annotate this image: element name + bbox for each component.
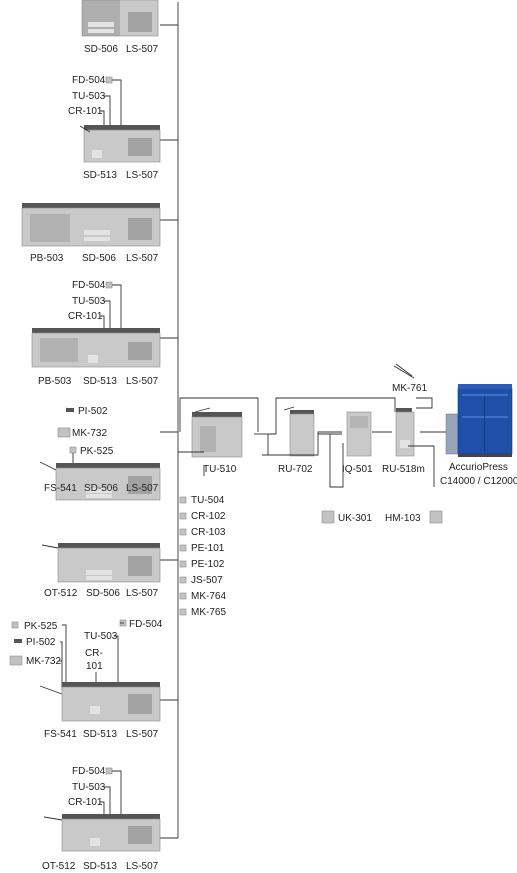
fd-504-icon — [105, 281, 113, 289]
label-sd-513: SD-513 — [83, 170, 117, 181]
options-list: TU-504 CR-102 CR-103 PE-101 PE-102 JS-50… — [178, 451, 226, 618]
label-cr-101: CR-101 — [68, 797, 103, 808]
label-pi-502: PI-502 — [78, 406, 108, 417]
label-ru-702: RU-702 — [278, 464, 313, 475]
label-pe-101: PE-101 — [191, 543, 225, 554]
fd-504-icon — [105, 76, 113, 84]
label-fd-504: FD-504 — [129, 619, 163, 630]
config-pb503-sd513-ls507: FD-504 TU-503 CR-101 PB-503 SD-513 LS-50… — [31, 280, 161, 387]
main-chain: TU-510 RU-702 IQ-501 UK-301 RU-518m HM-1… — [179, 363, 517, 524]
label-uk-301: UK-301 — [338, 513, 372, 524]
label-fs-541: FS-541 — [44, 483, 77, 494]
label-fd-504: FD-504 — [72, 280, 106, 291]
tu-510-top — [192, 412, 242, 417]
bus-branches — [160, 24, 178, 839]
label-ls-507: LS-507 — [126, 170, 159, 181]
label-tu-503: TU-503 — [72, 782, 106, 793]
option-item: MK-765 — [179, 607, 226, 618]
option-item: JS-507 — [179, 575, 223, 586]
config-fs541-sd513-ls507: PK-525 PI-502 MK-732 TU-503 FD-504 CR- 1… — [9, 619, 163, 740]
hm-103-icon — [429, 510, 443, 524]
iq-501-unit — [346, 411, 372, 457]
config-fs541-sd506-ls507: PI-502 MK-732 PK-525 FS-541 SD-506 LS-50… — [39, 406, 161, 501]
option-item: TU-504 — [179, 495, 225, 506]
pk-525-icon — [11, 621, 19, 629]
config-sd506-ls507-top: SD-506 LS-507 — [81, 0, 159, 55]
ru-518m-unit — [395, 411, 415, 457]
uk-301-icon — [321, 510, 335, 524]
label-cr: CR- — [85, 648, 103, 659]
label-fd-504: FD-504 — [72, 75, 106, 86]
label-pk-525: PK-525 — [24, 621, 58, 632]
label-tu-503: TU-503 — [84, 631, 118, 642]
mk-761-stacker — [393, 365, 415, 379]
fd-504-icon — [105, 767, 113, 775]
config-pb503-sd506-ls507: PB-503 SD-506 LS-507 — [21, 203, 161, 264]
label-pi-502: PI-502 — [26, 637, 56, 648]
option-item: PE-101 — [179, 543, 225, 554]
config-sd513-ls507-a: FD-504 TU-503 CR-101 SD-513 LS-507 — [68, 75, 161, 181]
mk-732-icon — [9, 655, 23, 666]
label-sd-513: SD-513 — [83, 376, 117, 387]
option-item: CR-103 — [179, 527, 226, 538]
label-press-model: C14000 / C12000 — [440, 476, 517, 487]
label-js-507: JS-507 — [191, 575, 223, 586]
label-cr-103: CR-103 — [191, 527, 226, 538]
label-mk-765: MK-765 — [191, 607, 226, 618]
label-ru-518m: RU-518m — [382, 464, 425, 475]
pi-502-tray — [14, 639, 22, 643]
label-iq-501: IQ-501 — [342, 464, 373, 475]
label-mk-732: MK-732 — [72, 428, 107, 439]
config-ot512-sd513-ls507: FD-504 TU-503 CR-101 OT-512 SD-513 LS-50… — [42, 766, 161, 872]
label-sd-506: SD-506 — [86, 588, 120, 599]
label-cr-102: CR-102 — [191, 511, 226, 522]
label-ot-512: OT-512 — [42, 861, 76, 872]
label-ls-507: LS-507 — [126, 253, 159, 264]
label-tu-503: TU-503 — [72, 91, 106, 102]
label-sd-513: SD-513 — [83, 861, 117, 872]
label-hm-103: HM-103 — [385, 513, 421, 524]
label-ls-507: LS-507 — [126, 483, 159, 494]
label-fs-541: FS-541 — [44, 729, 77, 740]
label-tu-510: TU-510 — [203, 464, 237, 475]
label-sd-506: SD-506 — [82, 253, 116, 264]
config-ot512-sd506-ls507: OT-512 SD-506 LS-507 — [41, 543, 161, 599]
label-ls-507: LS-507 — [126, 44, 159, 55]
label-cr-101: CR-101 — [68, 311, 103, 322]
label-ls-507: LS-507 — [126, 376, 159, 387]
label-mk-732: MK-732 — [26, 656, 61, 667]
label-sd-506: SD-506 — [84, 483, 118, 494]
label-tu-504: TU-504 — [191, 495, 225, 506]
label-sd-513: SD-513 — [83, 729, 117, 740]
label-sd-506: SD-506 — [84, 44, 118, 55]
label-ls-507: LS-507 — [126, 861, 159, 872]
label-ls-507: LS-507 — [126, 588, 159, 599]
label-cr-101: CR-101 — [68, 106, 103, 117]
label-pb-503: PB-503 — [38, 376, 72, 387]
tu-510-unit — [191, 416, 243, 458]
pk-525-icon — [69, 446, 77, 454]
label-pe-102: PE-102 — [191, 559, 225, 570]
label-fd-504: FD-504 — [72, 766, 106, 777]
label-101: 101 — [86, 661, 103, 672]
label-ot-512: OT-512 — [44, 588, 78, 599]
label-press-name: AccurioPress — [449, 462, 508, 473]
ru-702-unit — [289, 413, 315, 457]
label-tu-503: TU-503 — [72, 296, 106, 307]
accuriopress-unit — [445, 384, 513, 457]
mk-732-icon — [57, 427, 71, 438]
option-item: CR-102 — [179, 511, 226, 522]
label-pb-503: PB-503 — [30, 253, 64, 264]
option-item: MK-764 — [179, 591, 226, 602]
label-ls-507: LS-507 — [126, 729, 159, 740]
label-mk-764: MK-764 — [191, 591, 226, 602]
label-pk-525: PK-525 — [80, 446, 114, 457]
option-item: PE-102 — [179, 559, 225, 570]
label-mk-761: MK-761 — [392, 383, 427, 394]
